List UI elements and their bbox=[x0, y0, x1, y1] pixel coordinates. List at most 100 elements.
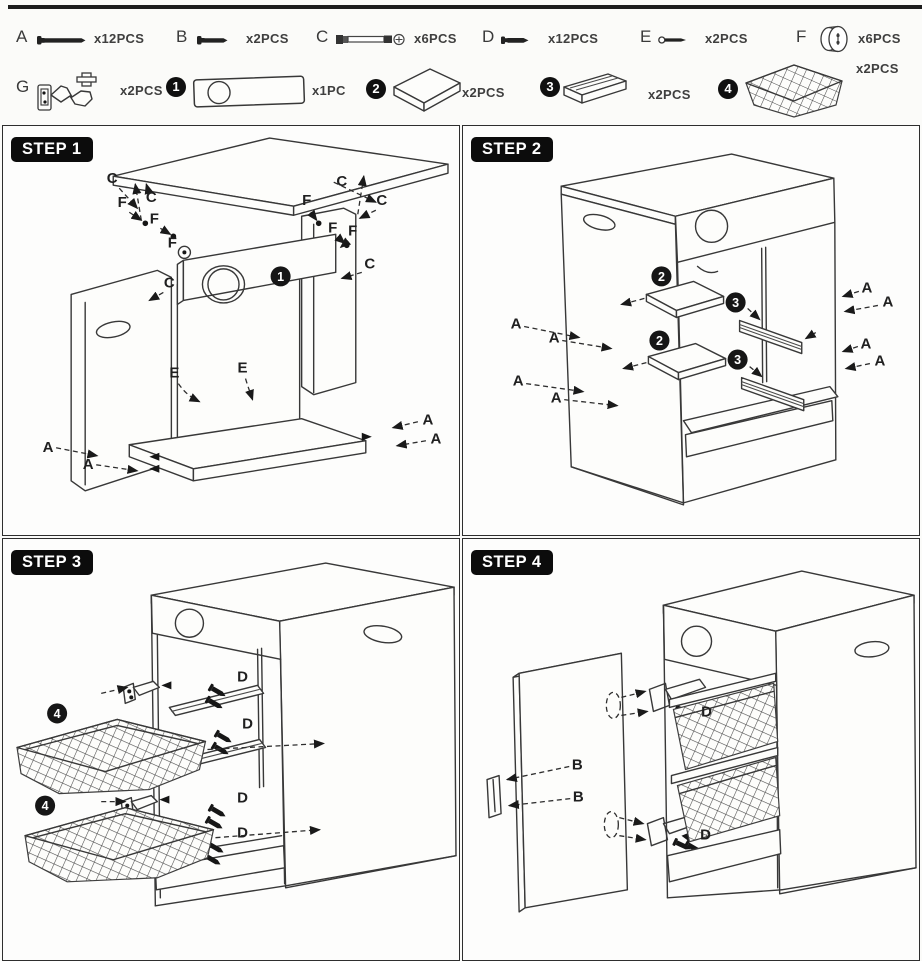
part-4-marker bbox=[47, 703, 68, 724]
callout-d: D bbox=[700, 827, 711, 844]
part-label-a: A bbox=[16, 27, 28, 46]
component-3-qty: x2PCS bbox=[648, 87, 691, 102]
support-rail-icon bbox=[563, 73, 627, 104]
callout-a: A bbox=[513, 373, 524, 390]
part-2-marker bbox=[649, 330, 670, 351]
callout-b: B bbox=[573, 789, 584, 806]
hinge-cup-hole bbox=[605, 691, 621, 720]
part-label-f: F bbox=[796, 27, 807, 46]
hinge-bracket-icon bbox=[37, 72, 97, 111]
step4-callouts: B B D D bbox=[572, 703, 712, 843]
callout-a: A bbox=[551, 390, 562, 407]
callout-f: F bbox=[118, 194, 127, 211]
callout-f: F bbox=[348, 222, 357, 239]
short-bolt-icon bbox=[197, 36, 228, 45]
wire-basket bbox=[24, 806, 215, 883]
part-2-marker-number: 2 bbox=[656, 334, 663, 348]
callout-a: A bbox=[83, 456, 94, 473]
wood-screw-icon bbox=[501, 36, 529, 44]
component-2-qty: x2PCS bbox=[462, 85, 505, 100]
component-4-marker: 4 bbox=[718, 79, 738, 99]
callout-c: C bbox=[376, 192, 387, 209]
part-qty-e: x2PCS bbox=[705, 31, 748, 46]
part-qty-a: x12PCS bbox=[94, 31, 145, 46]
part-qty-d: x12PCS bbox=[548, 31, 599, 46]
part-qty-b: x2PCS bbox=[246, 31, 289, 46]
component-3-marker: 3 bbox=[540, 77, 560, 97]
callout-e: E bbox=[169, 365, 179, 382]
long-bolt-icon bbox=[37, 36, 86, 45]
side-panel-handle-cutout bbox=[854, 640, 890, 658]
step4-guide-arrows bbox=[505, 689, 649, 843]
callout-a: A bbox=[874, 353, 885, 370]
callout-a: A bbox=[511, 315, 522, 332]
step-4-panel: STEP 4 bbox=[462, 538, 920, 961]
callout-d: D bbox=[701, 703, 712, 720]
part-2-marker-number: 2 bbox=[658, 270, 665, 284]
part-label-d: D bbox=[482, 27, 495, 46]
step4-cabinet bbox=[662, 570, 917, 899]
step2-callouts: A A A A A A A A 2 2 3 3 bbox=[511, 266, 894, 407]
callout-d: D bbox=[237, 790, 248, 807]
callout-e: E bbox=[238, 360, 248, 377]
callout-a: A bbox=[423, 412, 434, 429]
callout-f: F bbox=[150, 210, 159, 227]
part-1-marker-number: 1 bbox=[277, 270, 284, 284]
callout-c: C bbox=[107, 170, 118, 187]
step-panels-grid: STEP 1 bbox=[2, 125, 920, 961]
part-qty-g: x2PCS bbox=[120, 83, 163, 98]
part-3-marker-number: 3 bbox=[734, 353, 741, 367]
component-1-marker: 1 bbox=[166, 77, 186, 97]
wire-basket bbox=[672, 682, 779, 771]
step-1-diagram: C C C C C C F F F F F F E E A A A bbox=[43, 137, 449, 492]
shelf-board-icon bbox=[393, 68, 461, 112]
part-4-marker bbox=[35, 795, 56, 816]
part-4-marker-number: 4 bbox=[42, 799, 49, 813]
cam-bolt-icon bbox=[336, 33, 405, 46]
step-2-badge: STEP 2 bbox=[471, 137, 553, 162]
part-qty-f: x6PCS bbox=[858, 31, 901, 46]
callout-c: C bbox=[146, 189, 157, 206]
callout-b: B bbox=[572, 757, 583, 774]
callout-f: F bbox=[328, 219, 337, 236]
part-3-marker bbox=[727, 349, 748, 370]
callout-a: A bbox=[549, 330, 560, 347]
step2-shelves-and-rails bbox=[645, 280, 805, 412]
part-3-marker-number: 3 bbox=[732, 296, 739, 310]
callout-d: D bbox=[237, 825, 248, 842]
front-rail-part bbox=[182, 233, 337, 302]
step1-guide-arrows bbox=[55, 174, 427, 474]
side-panel-handle-cutout bbox=[95, 320, 131, 339]
component-4-qty: x2PCS bbox=[856, 61, 899, 76]
part-label-e: E bbox=[640, 27, 652, 46]
step-3-badge: STEP 3 bbox=[11, 550, 93, 575]
step3-guide-arrows bbox=[101, 685, 326, 839]
step1-callouts: C C C C C C F F F F F F E E A A A bbox=[43, 170, 442, 473]
callout-a: A bbox=[861, 279, 872, 296]
component-2-marker: 2 bbox=[366, 79, 386, 99]
step4-door bbox=[486, 652, 629, 913]
top-front-rail-icon bbox=[192, 75, 306, 108]
part-label-b: B bbox=[176, 27, 188, 46]
wire-basket bbox=[676, 756, 781, 843]
callout-c: C bbox=[336, 173, 347, 190]
callout-a: A bbox=[860, 336, 871, 353]
part-3-marker bbox=[725, 292, 746, 313]
callout-f: F bbox=[302, 192, 311, 209]
callout-a: A bbox=[431, 431, 442, 448]
small-screw-icon bbox=[658, 36, 686, 44]
component-1-qty: x1PC bbox=[312, 83, 346, 98]
step-4-diagram: B B D D bbox=[486, 570, 917, 913]
wire-basket bbox=[16, 718, 207, 795]
step-2-panel: STEP 2 bbox=[462, 125, 920, 536]
step-3-panel: STEP 3 bbox=[2, 538, 460, 961]
step2-cabinet bbox=[560, 153, 839, 506]
part-label-c: C bbox=[316, 27, 329, 46]
step-4-badge: STEP 4 bbox=[471, 550, 553, 575]
callout-d: D bbox=[237, 668, 248, 685]
top-rule bbox=[8, 5, 922, 9]
step-2-diagram: A A A A A A A A 2 2 3 3 bbox=[511, 153, 894, 506]
part-qty-c: x6PCS bbox=[414, 31, 457, 46]
step-1-panel: STEP 1 bbox=[2, 125, 460, 536]
